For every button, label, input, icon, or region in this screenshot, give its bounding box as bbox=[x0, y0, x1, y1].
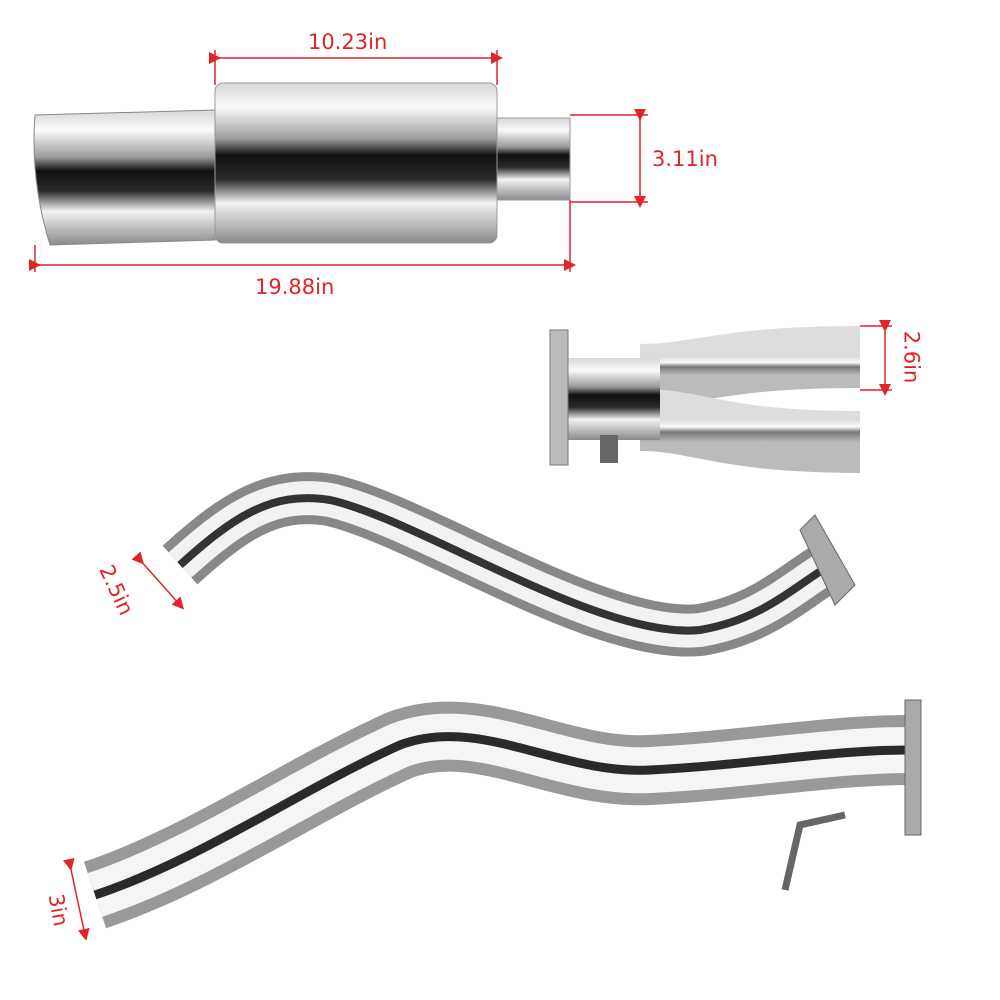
front-pipe-dimension-line bbox=[62, 857, 90, 941]
y-pipe bbox=[549, 326, 861, 473]
mid-pipe bbox=[162, 472, 856, 657]
muffler bbox=[33, 82, 571, 246]
mid-pipe-dimension-line bbox=[131, 551, 184, 610]
muffler-body-length-label: 10.23in bbox=[308, 30, 388, 54]
muffler-inlet-diameter-label: 3.11in bbox=[652, 147, 718, 171]
front-pipe bbox=[83, 699, 922, 929]
y-pipe-diameter-label: 2.6in bbox=[899, 330, 924, 384]
muffler-total-length-label: 19.88in bbox=[255, 275, 335, 299]
muffler-dimension-lines bbox=[29, 50, 648, 272]
y-pipe-dimension-line bbox=[860, 320, 892, 396]
